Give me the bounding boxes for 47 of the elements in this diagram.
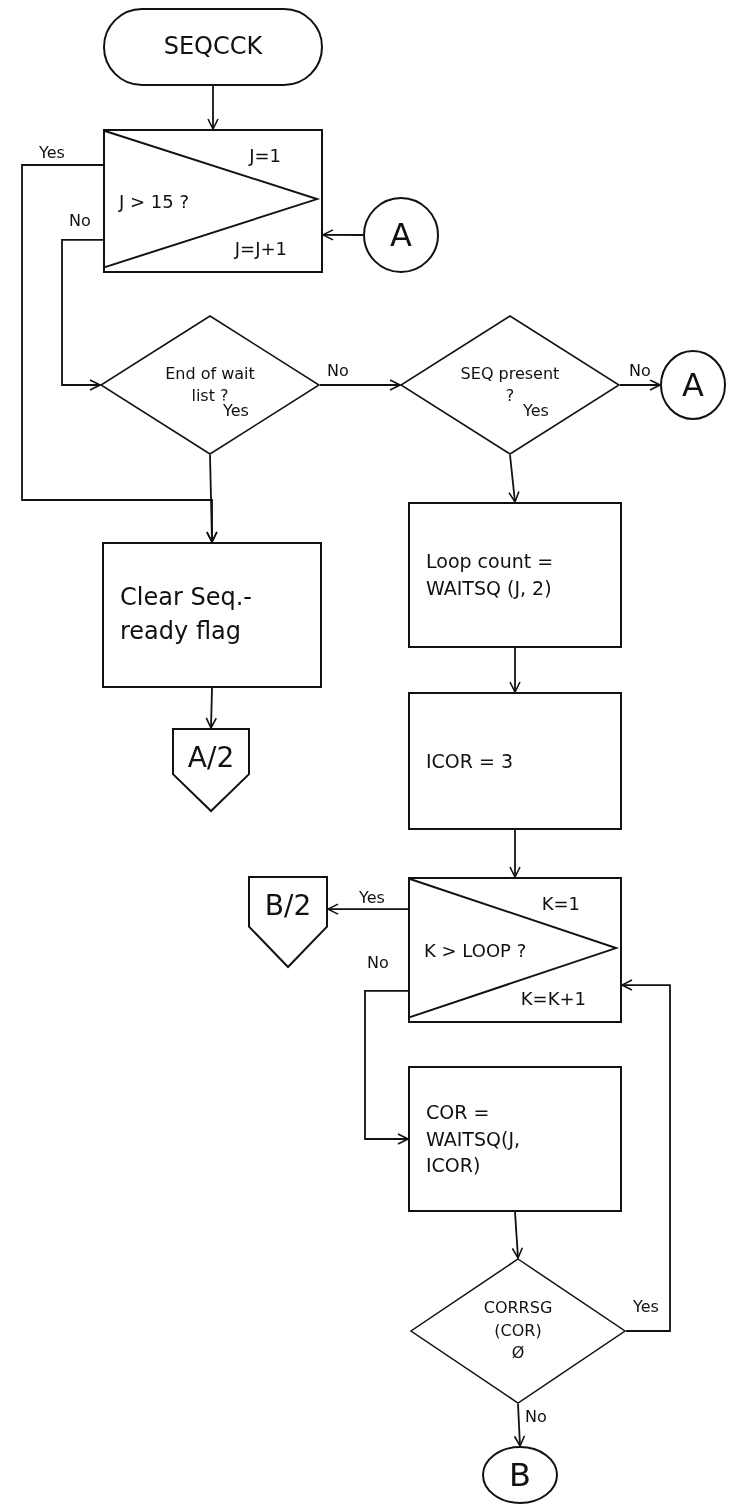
- decision-diamond: [410, 1258, 626, 1404]
- process-box: [102, 542, 322, 688]
- process-box: [408, 692, 622, 830]
- node-text: A/2: [187, 740, 235, 776]
- decision-diamond: [400, 315, 620, 455]
- arrow: [205, 687, 218, 729]
- connector-circle: [660, 350, 726, 420]
- arrow: [513, 1403, 526, 1447]
- loop-text: K=1: [541, 893, 580, 914]
- decision-diamond: [100, 315, 320, 455]
- off-page-connector: [248, 876, 328, 968]
- arrow: [364, 990, 409, 1145]
- process-box: [408, 502, 622, 648]
- loop-text: K=K+1: [520, 988, 586, 1009]
- loop-box: [408, 877, 622, 1023]
- node-text: Clear Seq.- ready flag: [120, 582, 253, 647]
- arrow: [621, 979, 671, 1332]
- off-page-connector: [172, 728, 250, 812]
- node-text: CORRSG (COR): [482, 1297, 554, 1342]
- loop-text: J > 15 ?: [119, 190, 189, 212]
- arrow: [205, 454, 218, 543]
- node-text: COR = WAITSQ(J, ICOR): [426, 1100, 522, 1179]
- arrow: [508, 454, 520, 503]
- node-text: Loop count = WAITSQ (J, 2): [426, 549, 555, 601]
- arrow: [207, 85, 219, 130]
- node-text: B: [509, 1454, 531, 1496]
- node-text: SEQCCK: [163, 31, 263, 63]
- arrow: [61, 239, 104, 391]
- arrow: [619, 379, 661, 391]
- arrow: [511, 1211, 524, 1259]
- arrow: [319, 379, 401, 391]
- arrow: [322, 229, 364, 241]
- node-text: A: [390, 214, 412, 256]
- loop-text: J=1: [249, 145, 281, 166]
- arrow: [509, 829, 521, 878]
- node-text: ICOR = 3: [426, 748, 514, 774]
- node-text: Ø: [511, 1342, 525, 1365]
- arrow: [327, 903, 409, 915]
- loop-box: [103, 129, 323, 273]
- process-box: [408, 1066, 622, 1212]
- loop-text: K > LOOP ?: [424, 939, 527, 961]
- loop-text: J=J+1: [234, 238, 287, 259]
- arrow: [509, 647, 521, 693]
- connector-circle: [363, 197, 439, 273]
- node-text: B/2: [264, 888, 312, 924]
- node-text: A: [682, 364, 704, 406]
- connector-circle: [482, 1446, 558, 1504]
